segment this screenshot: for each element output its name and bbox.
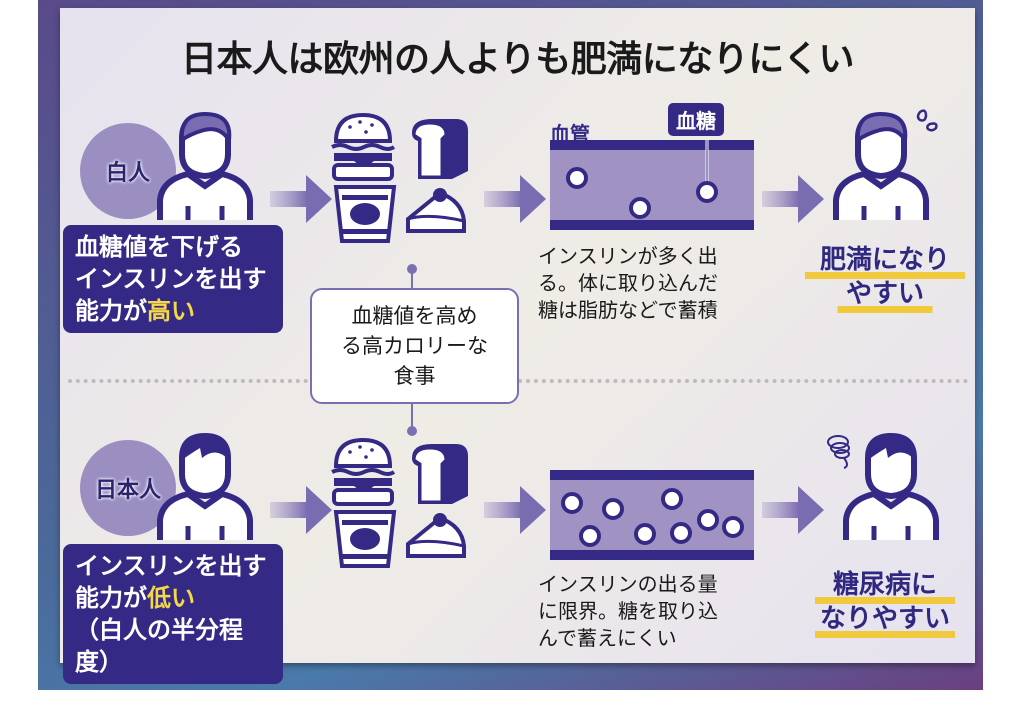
outcome-line: 肥満になり bbox=[819, 245, 950, 275]
caption-line: 糖は脂肪などで蓄積 bbox=[538, 298, 718, 322]
outcome-text: 肥満になり やすい bbox=[800, 243, 970, 313]
desc-highlight: 低い bbox=[147, 584, 195, 612]
desc-line: インスリンを出す bbox=[75, 265, 267, 293]
hamburger-icon bbox=[331, 113, 396, 181]
drink-cup-icon bbox=[333, 510, 397, 568]
desc-extra: （白人の半分程度） bbox=[75, 616, 243, 676]
dizzy-swirl-icon bbox=[827, 435, 850, 469]
food-icons bbox=[331, 438, 468, 568]
person-icon bbox=[157, 111, 253, 220]
person-icon bbox=[833, 109, 938, 220]
drink-cup-icon bbox=[333, 185, 397, 243]
glucose-molecule bbox=[561, 492, 583, 514]
desc-line: インスリンを出す bbox=[75, 552, 267, 580]
desc-prefix: 能力が bbox=[75, 584, 147, 612]
highlight-underline bbox=[837, 306, 933, 313]
glucose-molecule bbox=[602, 498, 624, 520]
high-calorie-meal-box: 血糖値を高め る高カロリーな 食事 bbox=[310, 288, 519, 404]
outcome-line: なりやすい bbox=[819, 604, 950, 634]
row-caucasian: 白人 血糖値を下げる インスリンを出す 能力が高い bbox=[60, 103, 975, 403]
bread-icon bbox=[412, 119, 468, 179]
outcome-line: 糖尿病に bbox=[832, 570, 937, 600]
caption-line: インスリンが多く出 bbox=[538, 244, 718, 268]
connector-bottom bbox=[411, 400, 413, 430]
group-label: 白人 bbox=[105, 161, 150, 186]
section-divider-left bbox=[68, 379, 308, 383]
arrow-right-icon bbox=[270, 486, 332, 534]
person-icon bbox=[827, 432, 939, 540]
insulin-ability-box: 血糖値を下げる インスリンを出す 能力が高い bbox=[63, 225, 283, 333]
food-icons bbox=[331, 113, 468, 243]
glucose-molecule bbox=[661, 488, 683, 510]
glucose-molecule bbox=[722, 516, 744, 538]
person-icon bbox=[157, 432, 253, 540]
connector-dot-top bbox=[407, 264, 417, 274]
infographic-panel: 日本人は欧州の人よりも肥満になりにくい 血糖値を高め る高カロリーな 食事 白人… bbox=[60, 8, 975, 684]
glucose-molecule bbox=[579, 525, 601, 547]
page-title: 日本人は欧州の人よりも肥満になりにくい bbox=[180, 39, 855, 80]
outcome-text: 糖尿病に なりやすい bbox=[800, 568, 970, 638]
desc-highlight: 高い bbox=[147, 297, 195, 325]
arrow-right-icon bbox=[484, 175, 546, 223]
center-box-line: 血糖値を高め bbox=[351, 304, 478, 328]
cake-slice-icon bbox=[406, 513, 466, 558]
insulin-ability-box: インスリンを出す 能力が低い （白人の半分程度） bbox=[63, 544, 283, 684]
group-label: 日本人 bbox=[94, 478, 161, 503]
caption-line: んで蓄えにくい bbox=[538, 626, 677, 650]
arrow-right-icon bbox=[484, 486, 546, 534]
glucose-molecule bbox=[670, 522, 692, 544]
center-box-line: 食事 bbox=[393, 364, 436, 388]
glucose-molecule bbox=[566, 167, 588, 189]
glucose-molecule bbox=[696, 181, 718, 203]
highlight-underline bbox=[805, 272, 965, 279]
glucose-molecule bbox=[629, 197, 651, 219]
section-divider-right bbox=[518, 379, 968, 383]
caption-line: に限界。糖を取り込 bbox=[538, 599, 718, 623]
glucose-molecule bbox=[634, 523, 656, 545]
hamburger-icon bbox=[331, 438, 396, 506]
blood-vessel-diagram bbox=[550, 140, 754, 230]
cake-slice-icon bbox=[406, 188, 466, 233]
blood-vessel-diagram bbox=[550, 470, 754, 560]
connector-top bbox=[411, 268, 413, 290]
row-japanese: 日本人 インスリンを出す 能力が低い （白人の半分程度） bbox=[60, 428, 975, 728]
caption-line: る。体に取り込んだ bbox=[538, 271, 718, 295]
outcome-line: やすい bbox=[845, 279, 924, 309]
process-caption: インスリンが多く出 る。体に取り込んだ 糖は脂肪などで蓄積 bbox=[538, 243, 718, 324]
sweat-drops-icon bbox=[916, 109, 938, 132]
bread-icon bbox=[412, 444, 468, 504]
arrow-right-icon bbox=[762, 486, 824, 534]
arrow-right-icon bbox=[270, 175, 332, 223]
process-caption: インスリンの出る量 に限界。糖を取り込 んで蓄えにくい bbox=[538, 571, 718, 652]
highlight-underline bbox=[815, 597, 955, 604]
glucose-molecule bbox=[697, 509, 719, 531]
desc-line: 血糖値を下げる bbox=[75, 233, 243, 261]
highlight-underline bbox=[815, 631, 955, 638]
caption-line: インスリンの出る量 bbox=[538, 572, 718, 596]
desc-prefix: 能力が bbox=[75, 297, 147, 325]
blood-sugar-tag: 血糖 bbox=[668, 103, 724, 136]
arrow-right-icon bbox=[762, 175, 824, 223]
connector-dot-bottom bbox=[407, 426, 417, 436]
center-box-line: る高カロリーな bbox=[341, 334, 488, 358]
